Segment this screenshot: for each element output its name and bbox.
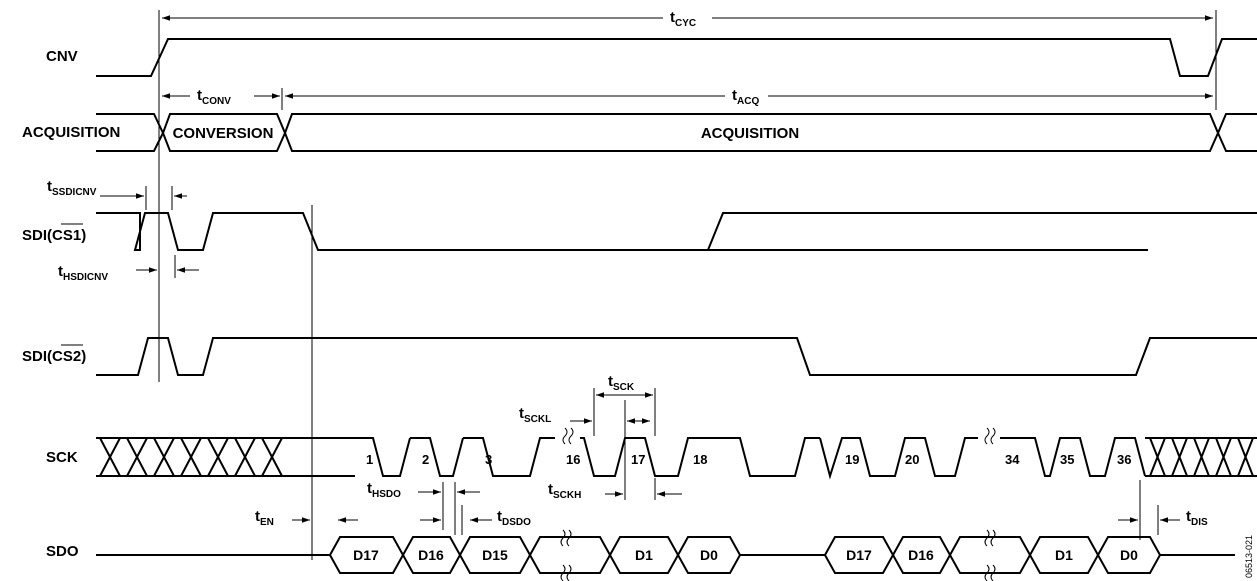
label-tsck: tSCK [608, 373, 635, 393]
sdo-bit-d17-b: D17 [846, 547, 872, 563]
sck-pulse-36: 36 [1117, 452, 1131, 467]
signal-label-sck: SCK [46, 449, 78, 466]
timing-arrows [100, 15, 1213, 523]
sck-waveform [96, 427, 1257, 480]
sck-pulse-19: 19 [845, 452, 859, 467]
label-tssdicnv: tSSDICNV [47, 178, 97, 198]
sck-pulse-18: 18 [693, 452, 707, 467]
sck-pulse-3: 3 [485, 452, 492, 467]
sdo-bit-d15: D15 [482, 547, 508, 563]
label-tdsdo: tDSDO [497, 508, 531, 528]
sdo-bit-d16-b: D16 [908, 547, 934, 563]
label-tcyc: tCYC [670, 9, 696, 29]
figure-id: 06513-021 [1244, 535, 1254, 578]
phase-conversion-label: CONVERSION [173, 125, 274, 142]
label-tconv: tCONV [197, 87, 231, 107]
label-tsckh: tSCKH [548, 481, 581, 501]
sck-pulse-1: 1 [366, 452, 373, 467]
sdi-cs1-waveform [96, 212, 1257, 251]
signal-label-sdo: SDO [46, 543, 79, 560]
label-thsdicnv: tHSDICNV [58, 263, 108, 283]
sck-pulse-17: 17 [631, 452, 645, 467]
sck-pulse-34: 34 [1005, 452, 1020, 467]
signal-label-cnv: CNV [46, 48, 78, 65]
sdo-bit-d0-a: D0 [700, 547, 718, 563]
cnv-waveform [96, 38, 1257, 77]
phase-bus [96, 113, 1257, 152]
sck-pulse-16: 16 [566, 452, 580, 467]
sdo-bit-d1-b: D1 [1055, 547, 1073, 563]
label-thsdo: tHSDO [367, 480, 401, 500]
signal-label-acquisition: ACQUISITION [22, 124, 120, 141]
signal-label-sdi-cs1: SDI(CS1) [22, 223, 86, 244]
svg-text:SDI(CS2): SDI(CS2) [22, 348, 86, 365]
sdo-bit-d1-a: D1 [635, 547, 653, 563]
label-tacq: tACQ [732, 87, 759, 107]
label-ten: tEN [255, 508, 274, 528]
reference-lines [145, 10, 1217, 560]
sdo-waveform [96, 529, 1235, 581]
sdo-bit-d17-a: D17 [353, 547, 379, 563]
sck-pulse-2: 2 [422, 452, 429, 467]
sdo-bit-d0-b: D0 [1120, 547, 1138, 563]
sck-pulse-20: 20 [905, 452, 919, 467]
svg-text:SDI(CS1): SDI(CS1) [22, 227, 86, 244]
label-tsckl: tSCKL [519, 405, 551, 425]
sdi-cs2-waveform [96, 337, 1257, 376]
sdo-bit-d16-a: D16 [418, 547, 444, 563]
sck-pulse-35: 35 [1060, 452, 1074, 467]
label-tdis: tDIS [1186, 508, 1208, 528]
signal-label-sdi-cs2: SDI(CS2) [22, 344, 86, 365]
phase-acquisition-label: ACQUISITION [701, 125, 799, 142]
